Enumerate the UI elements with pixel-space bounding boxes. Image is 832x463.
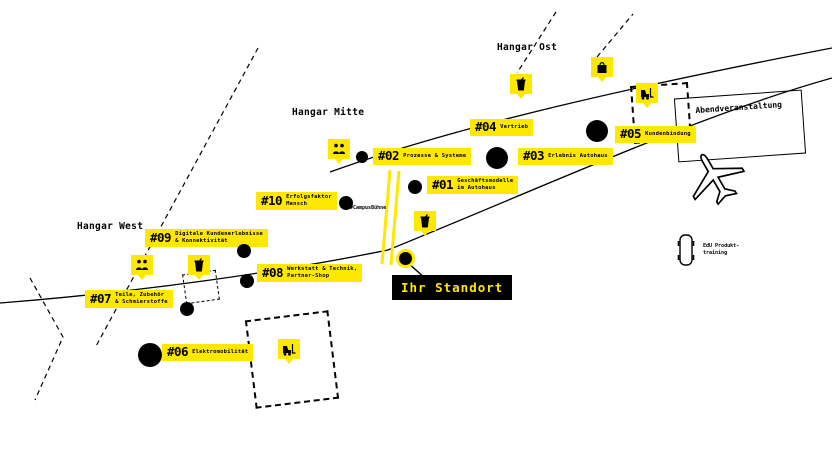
boundary-dashed-far-left — [29, 277, 64, 401]
station-marker-02[interactable] — [356, 151, 368, 163]
station-name: Teile, Zubehör & Schmierstoffe — [115, 292, 168, 305]
station-01[interactable]: #01 Geschäftsmodelle im Autohaus — [427, 176, 519, 194]
station-name: Vertrieb — [500, 123, 529, 130]
station-name: Geschäftsmodelle im Autohaus — [457, 178, 514, 191]
campus-stage-line-2 — [389, 170, 401, 266]
people-icon — [333, 143, 345, 154]
station-07[interactable]: #07 Teile, Zubehör & Schmierstoffe — [85, 290, 173, 308]
amenity-badge-people-west[interactable] — [131, 255, 153, 280]
station-marker-07[interactable] — [180, 302, 194, 316]
campus-stage-line-1 — [380, 169, 392, 265]
station-marker-06[interactable] — [138, 343, 162, 367]
station-number: #08 — [262, 264, 284, 280]
station-number: #07 — [90, 290, 112, 306]
station-number: #09 — [150, 229, 172, 245]
station-10[interactable]: #10 Erfolgsfaktor Mensch — [256, 192, 337, 210]
station-08[interactable]: #08 Werkstatt & Technik, Partner-Shop — [257, 264, 363, 282]
station-marker-01[interactable] — [408, 180, 422, 194]
road-lower-edge — [387, 77, 832, 251]
abendveranstaltung-label: Abendveranstaltung — [695, 100, 783, 116]
station-name: Prozesse & Systeme — [403, 152, 467, 159]
station-name: Digitale Kundenerlebnisse & Konnektivitä… — [175, 231, 263, 244]
station-name: Kundenbindung — [645, 130, 691, 137]
station-number: #02 — [378, 148, 400, 163]
station-03[interactable]: #03 Erlebnis Autohaus — [518, 148, 613, 165]
amenity-badge-forklift-sued[interactable] — [278, 339, 300, 364]
edu-training-label: EdU Produkt- training — [703, 243, 740, 256]
hangar-mitte-heading: Hangar Mitte — [292, 107, 365, 118]
campus-buehne-label: #CampusBühne — [350, 205, 387, 211]
forklift-icon — [641, 87, 654, 100]
amenity-badge-drinks-west[interactable] — [188, 255, 210, 280]
station-name: Elektromobilität — [192, 348, 249, 355]
station-marker-09[interactable] — [237, 244, 251, 258]
station-number: #03 — [523, 148, 545, 163]
station-marker-03[interactable] — [486, 147, 508, 169]
boundary-dashed-west — [94, 47, 259, 349]
station-marker-10[interactable] — [339, 196, 353, 210]
forklift-icon — [283, 343, 296, 356]
boundary-dashed-ost-1 — [516, 11, 557, 74]
amenity-badge-drinks-ost[interactable] — [510, 74, 532, 99]
station-number: #04 — [475, 119, 497, 134]
airplane-icon — [674, 137, 761, 225]
drink-cup-icon — [194, 258, 204, 272]
amenity-badge-shop-ost[interactable] — [591, 57, 613, 82]
hangar-west-heading: Hangar West — [77, 221, 144, 232]
station-number: #01 — [432, 176, 454, 192]
station-name: Erlebnis Autohaus — [548, 152, 608, 159]
drink-cup-icon — [420, 214, 430, 228]
station-number: #05 — [620, 126, 642, 141]
station-name: Werkstatt & Technik, Partner-Shop — [287, 266, 358, 279]
station-marker-08[interactable] — [240, 274, 254, 288]
shopping-bag-icon — [597, 61, 607, 73]
station-02[interactable]: #02 Prozesse & Systeme — [373, 148, 472, 165]
station-09[interactable]: #09 Digitale Kundenerlebnisse & Konnekti… — [145, 229, 268, 247]
station-06[interactable]: #06 Elektromobilität — [162, 344, 254, 361]
station-number: #06 — [167, 344, 189, 359]
your-location-marker — [396, 249, 415, 268]
station-number: #10 — [261, 192, 283, 208]
boundary-dashed-ost-2 — [596, 13, 634, 58]
station-05[interactable]: #05 Kundenbindung — [615, 126, 696, 143]
amenity-badge-people-mitte[interactable] — [328, 139, 350, 164]
station-marker-05[interactable] — [586, 120, 608, 142]
people-icon — [136, 259, 148, 270]
amenity-badge-drinks-standort[interactable] — [414, 211, 436, 236]
station-04[interactable]: #04 Vertrieb — [470, 119, 534, 136]
your-location-label: Ihr Standort — [392, 275, 513, 300]
car-icon — [677, 233, 695, 271]
drink-cup-icon — [516, 77, 526, 91]
station-name: Erfolgsfaktor Mensch — [286, 194, 332, 207]
amenity-badge-forklift-ost[interactable] — [636, 83, 658, 108]
hangar-ost-heading: Hangar Ost — [497, 42, 558, 53]
road-west — [0, 249, 389, 304]
